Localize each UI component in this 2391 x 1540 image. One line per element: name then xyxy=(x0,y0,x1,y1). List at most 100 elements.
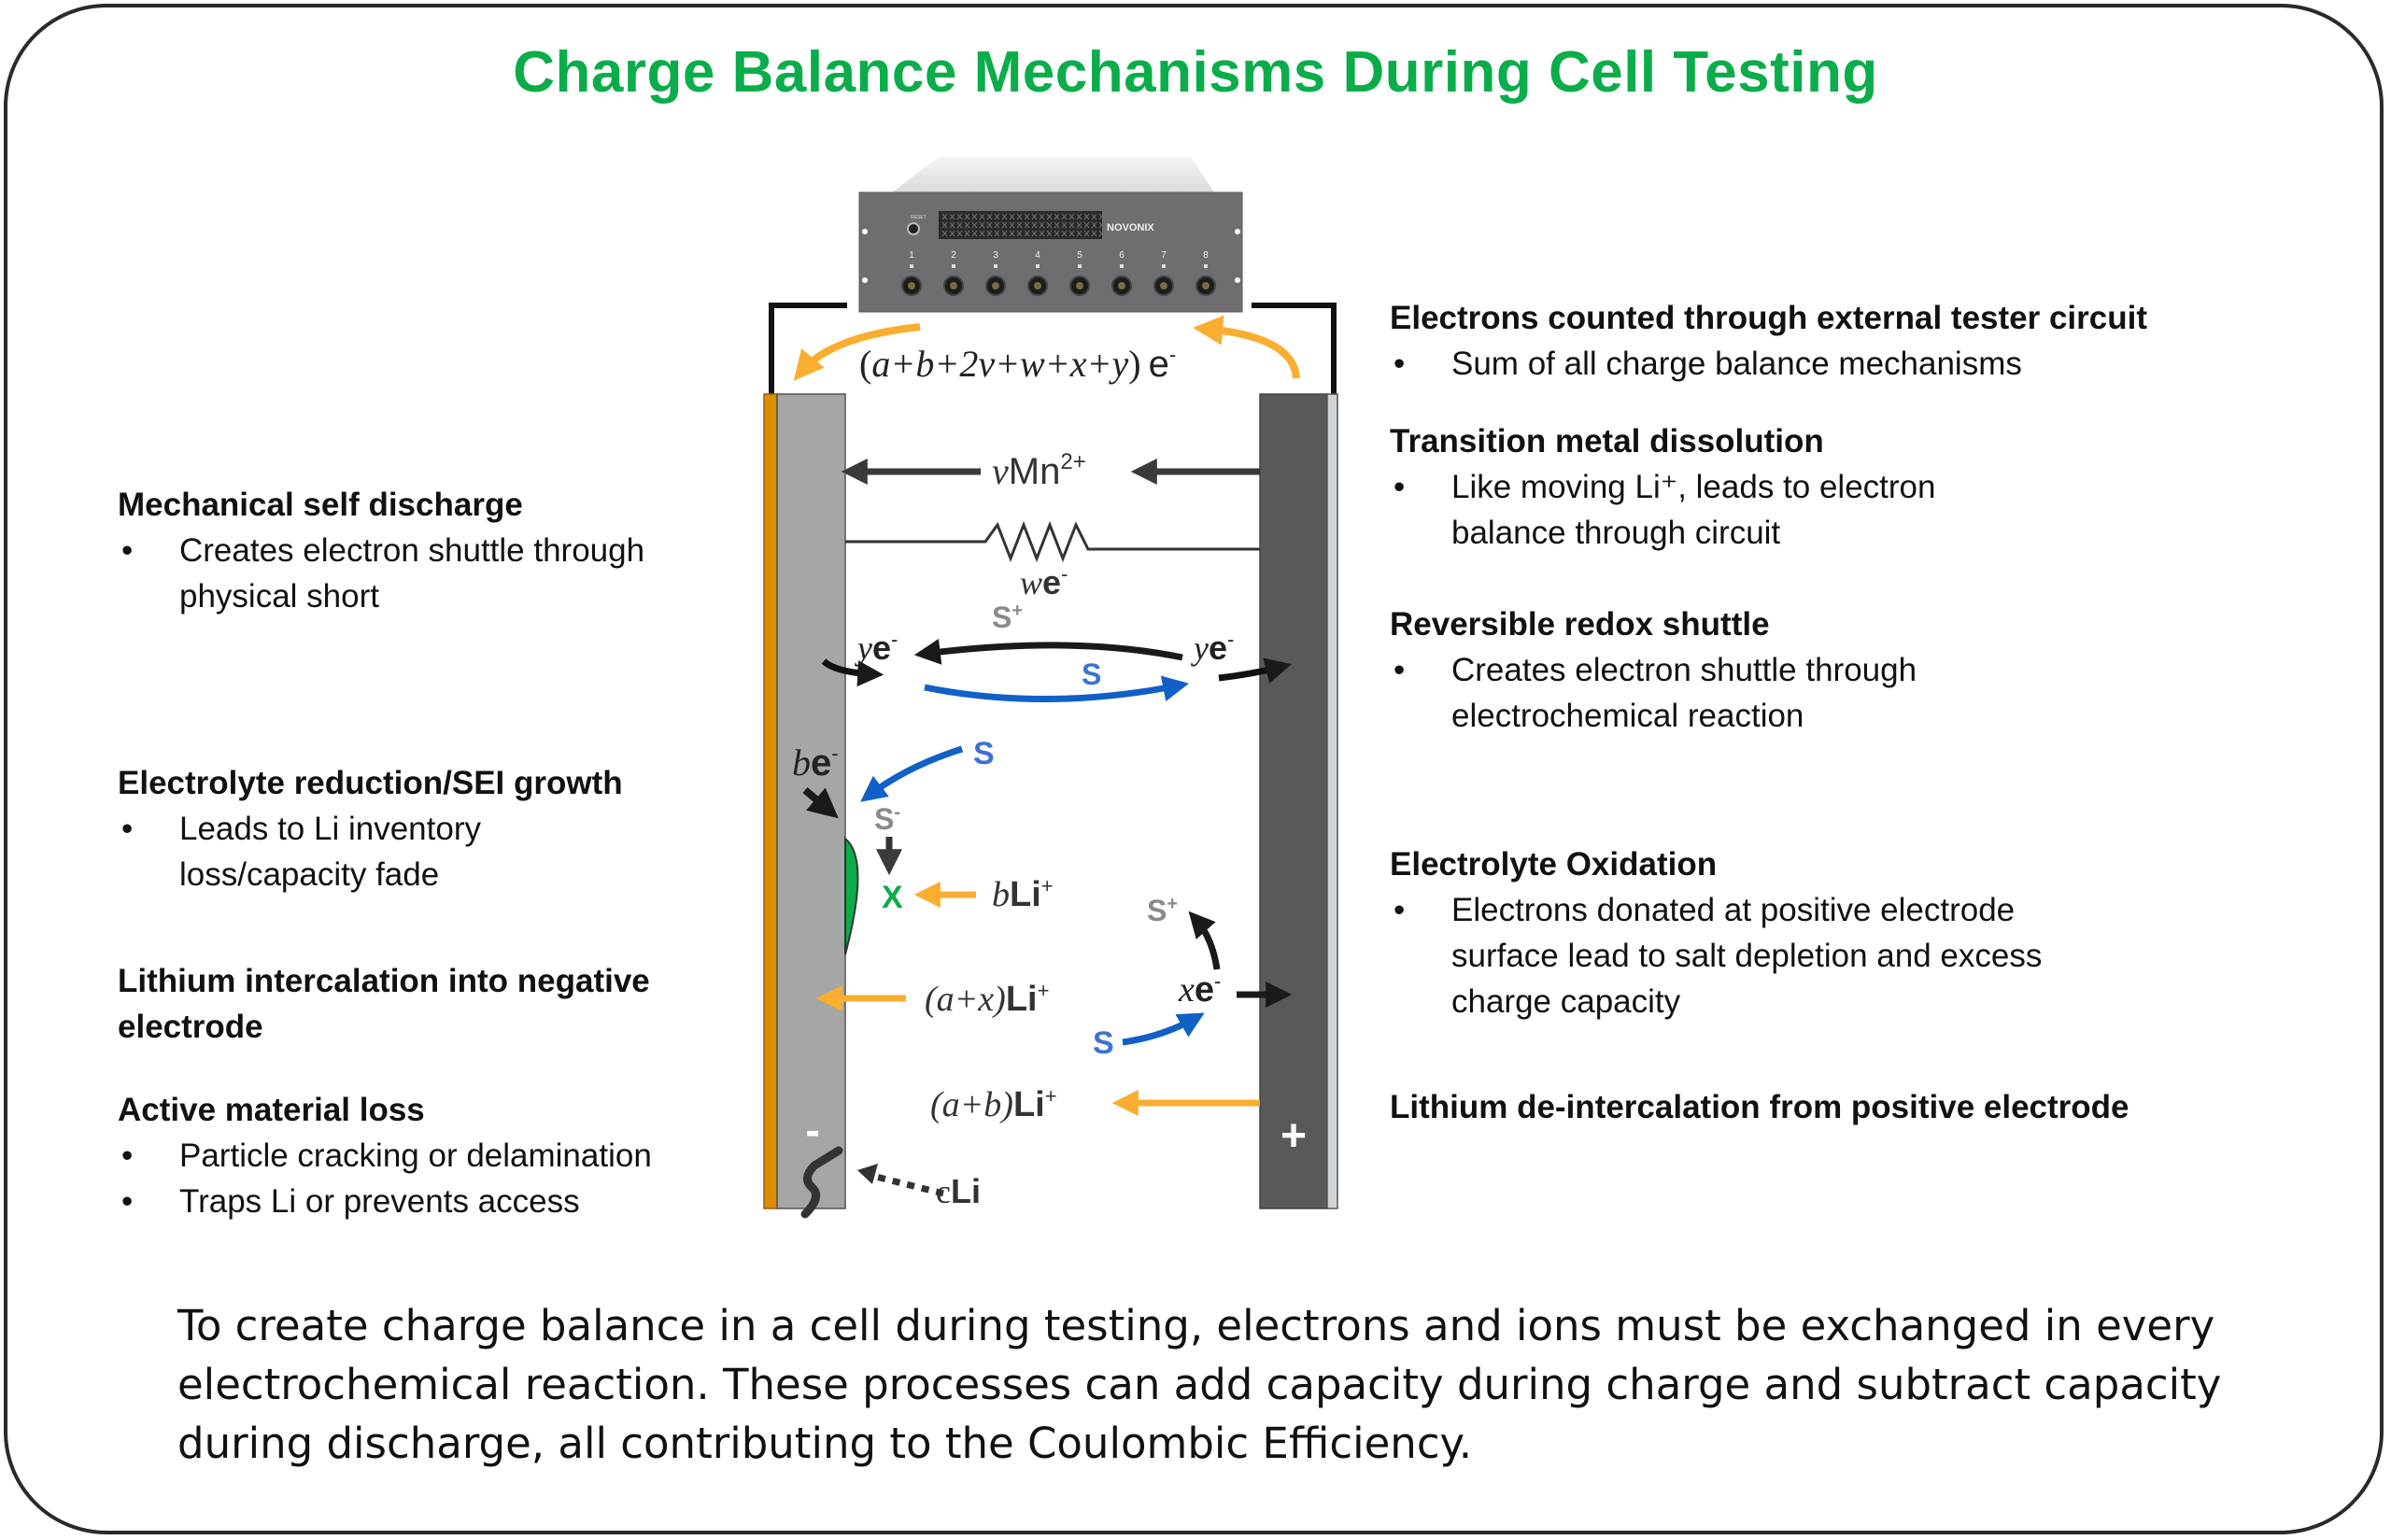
positive-electrode-body xyxy=(1259,393,1328,1209)
channel-connector-pins xyxy=(992,282,999,290)
block-bullet: •Traps Li or prevents access xyxy=(118,1179,771,1224)
trapped-li-arrowhead xyxy=(857,1164,878,1184)
figure-title: Charge Balance Mechanisms During Cell Te… xyxy=(513,40,1878,105)
sei-product-species: X xyxy=(882,880,903,915)
block-bullet: • Creates electron shuttle through physic… xyxy=(118,528,753,619)
negative-sign: - xyxy=(805,1106,819,1154)
block-bullet: • Particle cracking or delamination xyxy=(118,1133,771,1179)
channel-number: 8 xyxy=(1203,250,1209,261)
channel-number: 7 xyxy=(1161,250,1167,261)
bullet-icon: • xyxy=(1394,652,1406,688)
channel-led xyxy=(1078,264,1082,268)
channel-led xyxy=(952,264,955,268)
tester-channel: 4 xyxy=(1027,250,1048,296)
shuttle-left-electron-arrow xyxy=(821,658,884,687)
right-block-li-deintercalation: Lithium de-intercalation from positive e… xyxy=(1390,1084,2324,1130)
aluminum-current-collector xyxy=(1326,393,1338,1209)
sei-solvent-arrow xyxy=(860,745,964,802)
channel-number: 5 xyxy=(1077,250,1082,261)
tester-brand-label: NOVONIX xyxy=(1107,222,1154,233)
channel-led xyxy=(910,264,913,268)
tester-top xyxy=(892,157,1214,192)
right-block-external-circuit: Electrons counted through external teste… xyxy=(1390,295,2324,387)
mn-dissolution-label: vMn2+ xyxy=(992,449,1086,492)
block-heading: Active material loss xyxy=(118,1092,425,1128)
channel-connector-pins xyxy=(1202,282,1210,290)
block-bullet: •Creates electron shuttle through electr… xyxy=(1390,647,1984,739)
tester-channel: 5 xyxy=(1069,250,1090,296)
channel-number: 4 xyxy=(1035,250,1040,261)
shuttle-right-electron-arrow xyxy=(1218,657,1292,684)
bullet-text: Sum of all charge balance mechanisms xyxy=(1451,346,2022,382)
block-heading: Transition metal dissolution xyxy=(1390,423,1824,459)
shuttle-oxidized-arrow xyxy=(913,639,1183,665)
block-heading: Electrolyte reduction/SEI growth xyxy=(118,765,623,801)
summary-paragraph: To create charge balance in a cell durin… xyxy=(177,1301,2222,1468)
channel-led xyxy=(994,264,997,268)
block-heading: Electrons counted through external teste… xyxy=(1390,300,2147,336)
oxidation-solvent-species: S xyxy=(1093,1025,1114,1061)
channel-connector-pins xyxy=(908,282,915,290)
bullet-icon: • xyxy=(1394,892,1406,928)
sei-layer xyxy=(844,836,859,955)
negative-electrode: - xyxy=(763,393,846,1219)
channel-connector-pins xyxy=(1160,282,1167,290)
shuttle-reduced-species: S xyxy=(1082,657,1101,691)
channel-led xyxy=(1162,264,1166,268)
wire-left xyxy=(769,303,847,394)
external-electron-label: (a+b+2v+w+x+y)e- xyxy=(859,343,1176,385)
oxidation-cation-arrow xyxy=(1188,911,1221,970)
left-block-electrolyte-reduction: Electrolyte reduction/SEI growth •Leads … xyxy=(118,760,725,897)
battery-tester-device: RESET NOVONIX 1 2 3 4 5 6 7 8 xyxy=(858,157,1243,313)
oxidation-electron-label: xe- xyxy=(1178,969,1221,1010)
bullet-text: Particle cracking or delamination xyxy=(179,1137,652,1174)
short-resistor-icon xyxy=(845,520,1260,563)
bullet-icon: • xyxy=(121,532,134,569)
block-heading: Lithium de-intercalation from positive e… xyxy=(1390,1089,2129,1125)
block-bullet: • Sum of all charge balance mechanisms xyxy=(1390,341,2324,387)
right-block-electrolyte-oxidation: Electrolyte Oxidation •Electrons donated… xyxy=(1390,841,2100,1024)
bullet-icon: • xyxy=(121,1137,134,1174)
channel-connector-pins xyxy=(1118,282,1125,290)
sei-electron-label: be- xyxy=(792,742,839,784)
sei-li-label: bLi+ xyxy=(992,874,1054,914)
shuttle-oxidized-species: S+ xyxy=(992,600,1023,634)
channel-number: 1 xyxy=(909,250,914,261)
tester-channel: 8 xyxy=(1196,250,1216,296)
channel-number: 3 xyxy=(993,250,998,261)
block-bullet: •Leads to Li inventory loss/capacity fad… xyxy=(118,806,516,897)
oxidation-solvent-arrow xyxy=(1122,1012,1205,1046)
tester-channel: 1 xyxy=(901,250,922,296)
right-block-tm-dissolution: Transition metal dissolution • Like movin… xyxy=(1390,418,2044,556)
channel-connector-pins xyxy=(1034,282,1041,290)
bullet-icon: • xyxy=(1394,469,1406,505)
channel-led xyxy=(1120,264,1124,268)
tester-channel: 6 xyxy=(1111,250,1132,296)
sei-electron-arrow xyxy=(802,786,839,819)
positive-electrode: + xyxy=(1259,393,1338,1209)
tester-channel: 3 xyxy=(985,250,1006,296)
block-bullet: •Electrons donated at positive electrode… xyxy=(1390,887,2105,1024)
shuttle-left-electron-label: ye- xyxy=(855,628,898,667)
left-block-active-material-loss: Active material loss • Particle cracking … xyxy=(118,1087,771,1224)
crack-particle-icon xyxy=(800,1146,843,1219)
shuttle-right-electron-label: ye- xyxy=(1191,628,1234,667)
bullet-text: Like moving Li⁺, leads to electron balan… xyxy=(1451,469,1936,551)
tester-reset-label: RESET xyxy=(911,215,927,220)
negative-electrode-body xyxy=(776,393,846,1209)
channel-connector-pins xyxy=(950,282,957,290)
block-heading: Electrolyte Oxidation xyxy=(1390,846,1718,883)
tester-channel: 7 xyxy=(1153,250,1174,296)
shuttle-reduced-arrow xyxy=(924,675,1189,703)
oxidation-cation-species: S+ xyxy=(1147,894,1178,927)
external-electron-arrow-right xyxy=(1193,315,1300,379)
channel-number: 2 xyxy=(951,250,956,261)
bullet-icon: • xyxy=(1394,346,1406,382)
short-electron-label: we- xyxy=(1020,562,1068,601)
trapped-li-dotted-line xyxy=(868,1171,944,1197)
bullet-text: Creates electron shuttle through physica… xyxy=(179,532,645,615)
wire-right xyxy=(1252,303,1337,394)
li-to-negative-label: (a+x)Li+ xyxy=(925,979,1049,1019)
sei-anion-species: S- xyxy=(874,802,900,836)
